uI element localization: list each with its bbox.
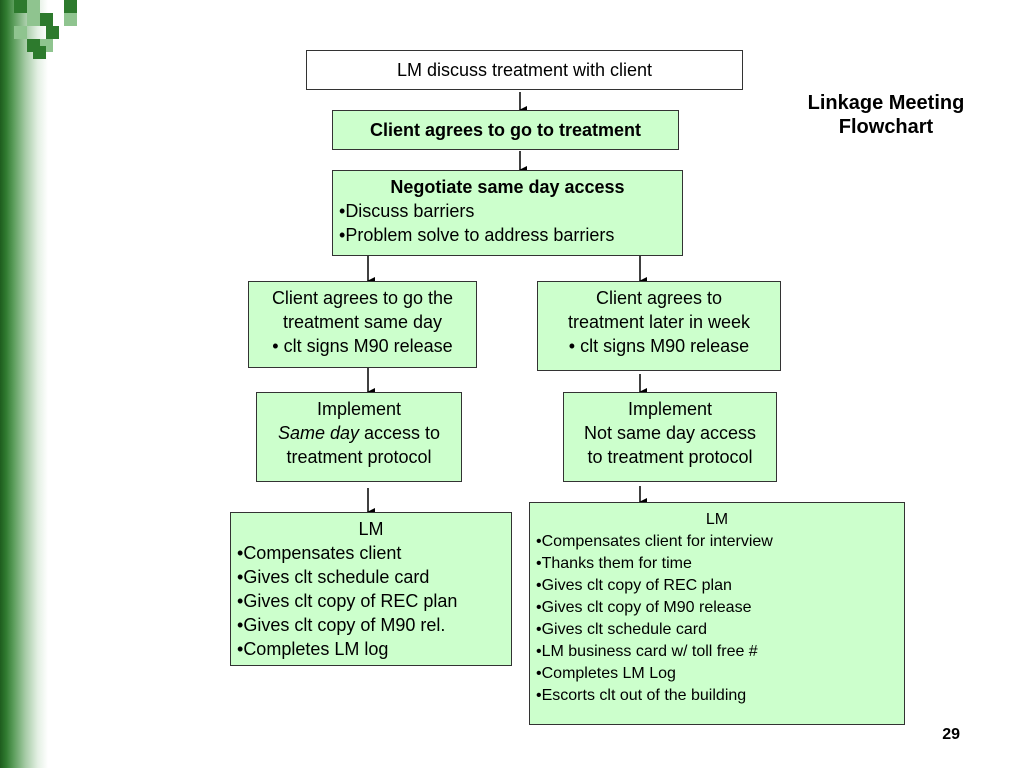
box-later-week-line2: treatment later in week — [567, 312, 751, 332]
list-item: Completes LM log — [237, 637, 505, 661]
box-negotiate-access: Negotiate same day access Discuss barrie… — [332, 170, 683, 256]
list-item: Completes LM Log — [536, 663, 898, 685]
box-implement-not-line1: Implement — [627, 399, 713, 419]
list-item: Gives clt schedule card — [536, 619, 898, 641]
box-same-day-line1: Client agrees to go the — [271, 288, 454, 308]
box-same-day-line2: treatment same day — [282, 312, 443, 332]
list-item: Thanks them for time — [536, 553, 898, 575]
box-later-week-line1: Client agrees to — [595, 288, 723, 308]
box-implement-not-line2: Not same day access — [583, 423, 757, 443]
box-implement-same-day: Implement Same day access to treatment p… — [256, 392, 462, 482]
list-item: LM business card w/ toll free # — [536, 641, 898, 663]
box-implement-not-line3: to treatment protocol — [587, 447, 753, 467]
list-item: Problem solve to address barriers — [339, 223, 676, 247]
box-client-agrees: Client agrees to go to treatment — [332, 110, 679, 150]
list-item: clt signs M90 release — [255, 334, 470, 358]
box-implement-same-line2: Same day access to — [277, 423, 441, 443]
box-lm-right-heading: LM — [705, 511, 729, 528]
box-same-day: Client agrees to go the treatment same d… — [248, 281, 477, 368]
box-implement-not-same-day: Implement Not same day access to treatme… — [563, 392, 777, 482]
list-item: Gives clt copy of REC plan — [237, 589, 505, 613]
box-lm-same-day-actions: LM Compensates client Gives clt schedule… — [230, 512, 512, 666]
box-lm-discuss-text: LM discuss treatment with client — [396, 60, 653, 80]
box-negotiate-heading: Negotiate same day access — [390, 177, 625, 197]
box-implement-same-line3: treatment protocol — [286, 447, 432, 467]
list-item: Compensates client for interview — [536, 531, 898, 553]
list-item: clt signs M90 release — [544, 334, 774, 358]
list-item: Escorts clt out of the building — [536, 685, 898, 707]
box-lm-discuss: LM discuss treatment with client — [306, 50, 743, 90]
box-client-agrees-text: Client agrees to go to treatment — [369, 120, 642, 140]
list-item: Gives clt copy of M90 rel. — [237, 613, 505, 637]
box-lm-later-actions: LM Compensates client for interview Than… — [529, 502, 905, 725]
list-item: Compensates client — [237, 541, 505, 565]
box-later-week: Client agrees to treatment later in week… — [537, 281, 781, 371]
page-title: Linkage Meeting Flowchart — [807, 92, 965, 138]
list-item: Discuss barriers — [339, 199, 676, 223]
list-item: Gives clt copy of REC plan — [536, 575, 898, 597]
list-item: Gives clt copy of M90 release — [536, 597, 898, 619]
box-implement-same-line1: Implement — [316, 399, 402, 419]
left-decorative-stripe — [0, 0, 48, 768]
box-lm-left-heading: LM — [358, 519, 384, 539]
page-number: 29 — [942, 726, 960, 743]
list-item: Gives clt schedule card — [237, 565, 505, 589]
